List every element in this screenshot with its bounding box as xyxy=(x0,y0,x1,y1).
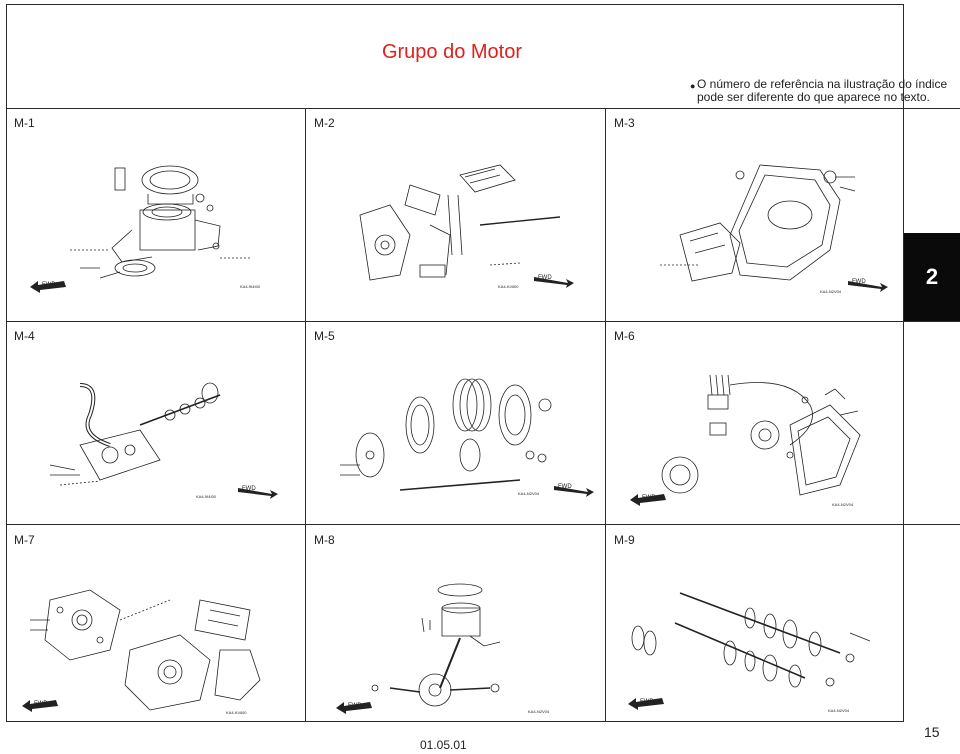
fwd-arrow-icon: FWD xyxy=(20,696,64,712)
cell-label-m1: M-1 xyxy=(14,116,35,130)
page-number: 15 xyxy=(924,724,940,740)
fwd-arrow-icon: FWD xyxy=(846,277,890,293)
diagram-m7 xyxy=(20,580,290,715)
grid-rule-2 xyxy=(6,321,960,322)
diagram-m6 xyxy=(630,365,880,505)
grid-col-rule-2 xyxy=(605,108,606,722)
footer-date: 01.05.01 xyxy=(420,738,467,752)
svg-text:FWD: FWD xyxy=(640,699,654,705)
diagram-code-m2: KA4-KI4I00 xyxy=(498,284,519,289)
fwd-arrow-icon: FWD xyxy=(532,273,576,289)
fwd-arrow-icon: FWD xyxy=(552,482,596,498)
grid-rule-3 xyxy=(6,524,960,525)
cell-label-m3: M-3 xyxy=(614,116,635,130)
spark-plug-icon xyxy=(114,167,126,191)
grid-rule-top xyxy=(6,108,960,109)
svg-text:FWD: FWD xyxy=(642,495,656,501)
diagram-m5 xyxy=(320,370,580,505)
diagram-code-m6: KA4-N2V04 xyxy=(832,502,854,507)
svg-text:FWD: FWD xyxy=(538,275,552,281)
reference-note: ● O número de referência na ilustração d… xyxy=(690,77,948,104)
note-line-2: pode ser diferente do que aparece no tex… xyxy=(697,90,930,104)
diagram-m2 xyxy=(330,155,590,295)
page-title: Grupo do Motor xyxy=(381,41,523,63)
diagram-m4 xyxy=(30,365,280,505)
cell-label-m4: M-4 xyxy=(14,329,35,343)
cell-label-m2: M-2 xyxy=(314,116,335,130)
diagram-m8 xyxy=(330,578,590,713)
cell-label-m7: M-7 xyxy=(14,533,35,547)
diagram-code-m9: KA4-N2V04 xyxy=(828,708,850,713)
svg-text:FWD: FWD xyxy=(34,701,48,707)
diagram-m1 xyxy=(20,150,290,300)
diagram-m9 xyxy=(620,578,885,713)
cell-label-m5: M-5 xyxy=(314,329,335,343)
fwd-arrow-icon: FWD xyxy=(28,277,72,293)
cell-label-m6: M-6 xyxy=(614,329,635,343)
diagram-code-m3: KA4-N2V04 xyxy=(820,289,842,294)
page-frame xyxy=(6,4,904,722)
bullet-icon: ● xyxy=(690,81,696,91)
fwd-arrow-icon: FWD xyxy=(236,484,280,500)
cell-label-m9: M-9 xyxy=(614,533,635,547)
diagram-code-m5: KA4-N2V04 xyxy=(518,491,540,496)
cell-label-m8: M-8 xyxy=(314,533,335,547)
note-line-1: O número de referência na ilustração do … xyxy=(697,77,948,91)
svg-text:FWD: FWD xyxy=(852,279,866,285)
diagram-m3 xyxy=(640,155,870,295)
fwd-arrow-icon: FWD xyxy=(626,694,670,710)
grid-col-rule-1 xyxy=(305,108,306,722)
svg-text:FWD: FWD xyxy=(348,703,362,709)
diagram-code-m7: KA4-KI4I00 xyxy=(226,710,247,715)
section-tab: 2 xyxy=(904,233,960,321)
svg-text:FWD: FWD xyxy=(558,484,572,490)
svg-text:FWD: FWD xyxy=(42,282,56,288)
svg-text:FWD: FWD xyxy=(242,486,256,492)
diagram-code-m4: KA4-9I4I00 xyxy=(196,494,217,499)
diagram-code-m1: KA4-9I4I00 xyxy=(240,284,261,289)
fwd-arrow-icon: FWD xyxy=(628,490,672,506)
diagram-code-m8: KA4-N2V04 xyxy=(528,709,550,714)
fwd-arrow-icon: FWD xyxy=(334,698,378,714)
